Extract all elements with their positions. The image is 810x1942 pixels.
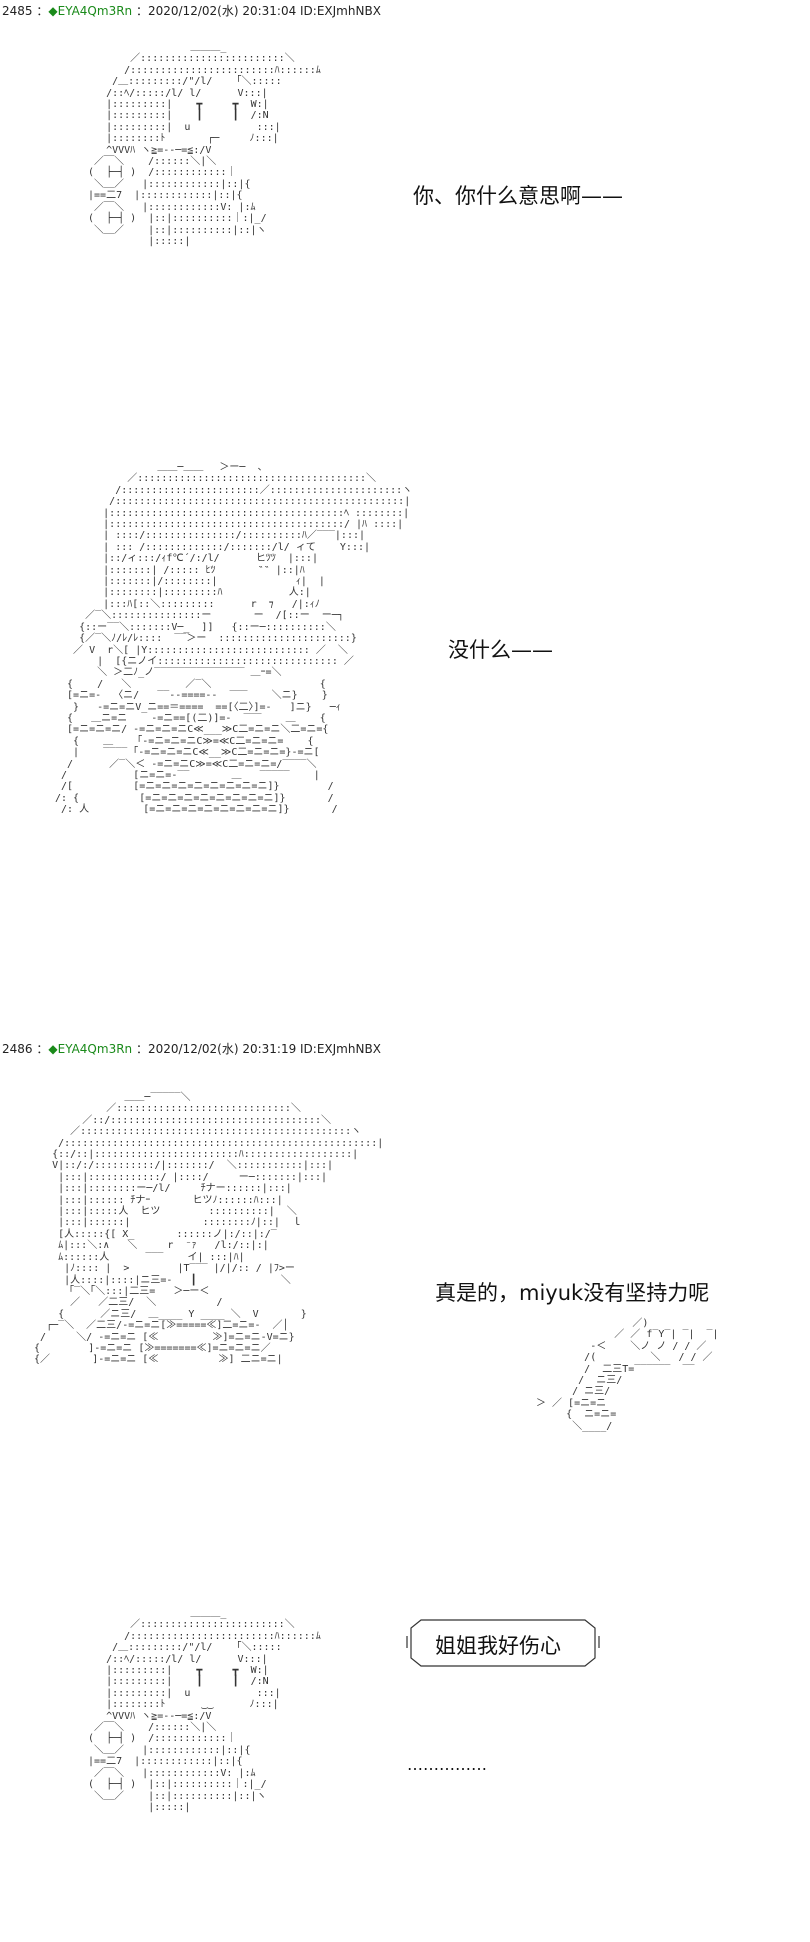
poster-trip[interactable]: EYA4Qm3Rn	[57, 4, 133, 18]
dialogue-line-2: 没什么——	[448, 638, 553, 662]
post-separator: ：	[32, 4, 49, 18]
post-meta: ：2020/12/02(水) 20:31:04 ID:EXJmhNBX	[132, 4, 381, 18]
trip-diamond-icon: ◆	[48, 1042, 58, 1056]
bubble-text: 姐姐我好伤心	[435, 1634, 561, 1658]
post-header-2485: 2485 ：◆EYA4Qm3Rn ：2020/12/02(水) 20:31:04…	[2, 2, 381, 19]
post-number: 2485	[2, 4, 33, 18]
ellipsis-line: ……………	[407, 1755, 487, 1774]
dialogue-line-3: 真是的，miyuk没有坚持力呢	[435, 1281, 710, 1305]
ascii-art-character-pointing: ＿＿─‾‾‾‾‾＼ ／:::::::::::::::::::::::::::::…	[34, 1092, 384, 1366]
ascii-art-hand-gesture: ／) ／ ／ f‾Y‾| ‾| ‾| -＜ ＼ノ ノ / / ／ /( ＼ / …	[536, 1318, 719, 1432]
trip-diamond-icon: ◆	[48, 4, 58, 18]
post-number: 2486	[2, 1042, 33, 1056]
poster-trip[interactable]: EYA4Qm3Rn	[57, 1042, 133, 1056]
post-meta: ：2020/12/02(水) 20:31:19 ID:EXJmhNBX	[132, 1042, 381, 1056]
ascii-art-character-hood: ＿＿─＿＿ ＞ー─ 、 ／:::::::::::::::::::::::::::…	[55, 462, 413, 816]
speech-bubble: 姐姐我好伤心	[405, 1618, 605, 1668]
dialogue-line-1: 你、你什么意思啊——	[413, 184, 623, 208]
post-separator: ：	[32, 1042, 49, 1056]
speech-bubble-frame	[406, 1619, 600, 1667]
ascii-art-character-sad: ＿＿＿_ ／::::::::::::::::::::::::＼ /:::::::…	[88, 42, 321, 247]
post-header-2486: 2486 ：◆EYA4Qm3Rn ：2020/12/02(水) 20:31:19…	[2, 1040, 381, 1057]
ascii-art-character-sad-2: ＿＿＿_ ／::::::::::::::::::::::::＼ /:::::::…	[88, 1608, 321, 1813]
